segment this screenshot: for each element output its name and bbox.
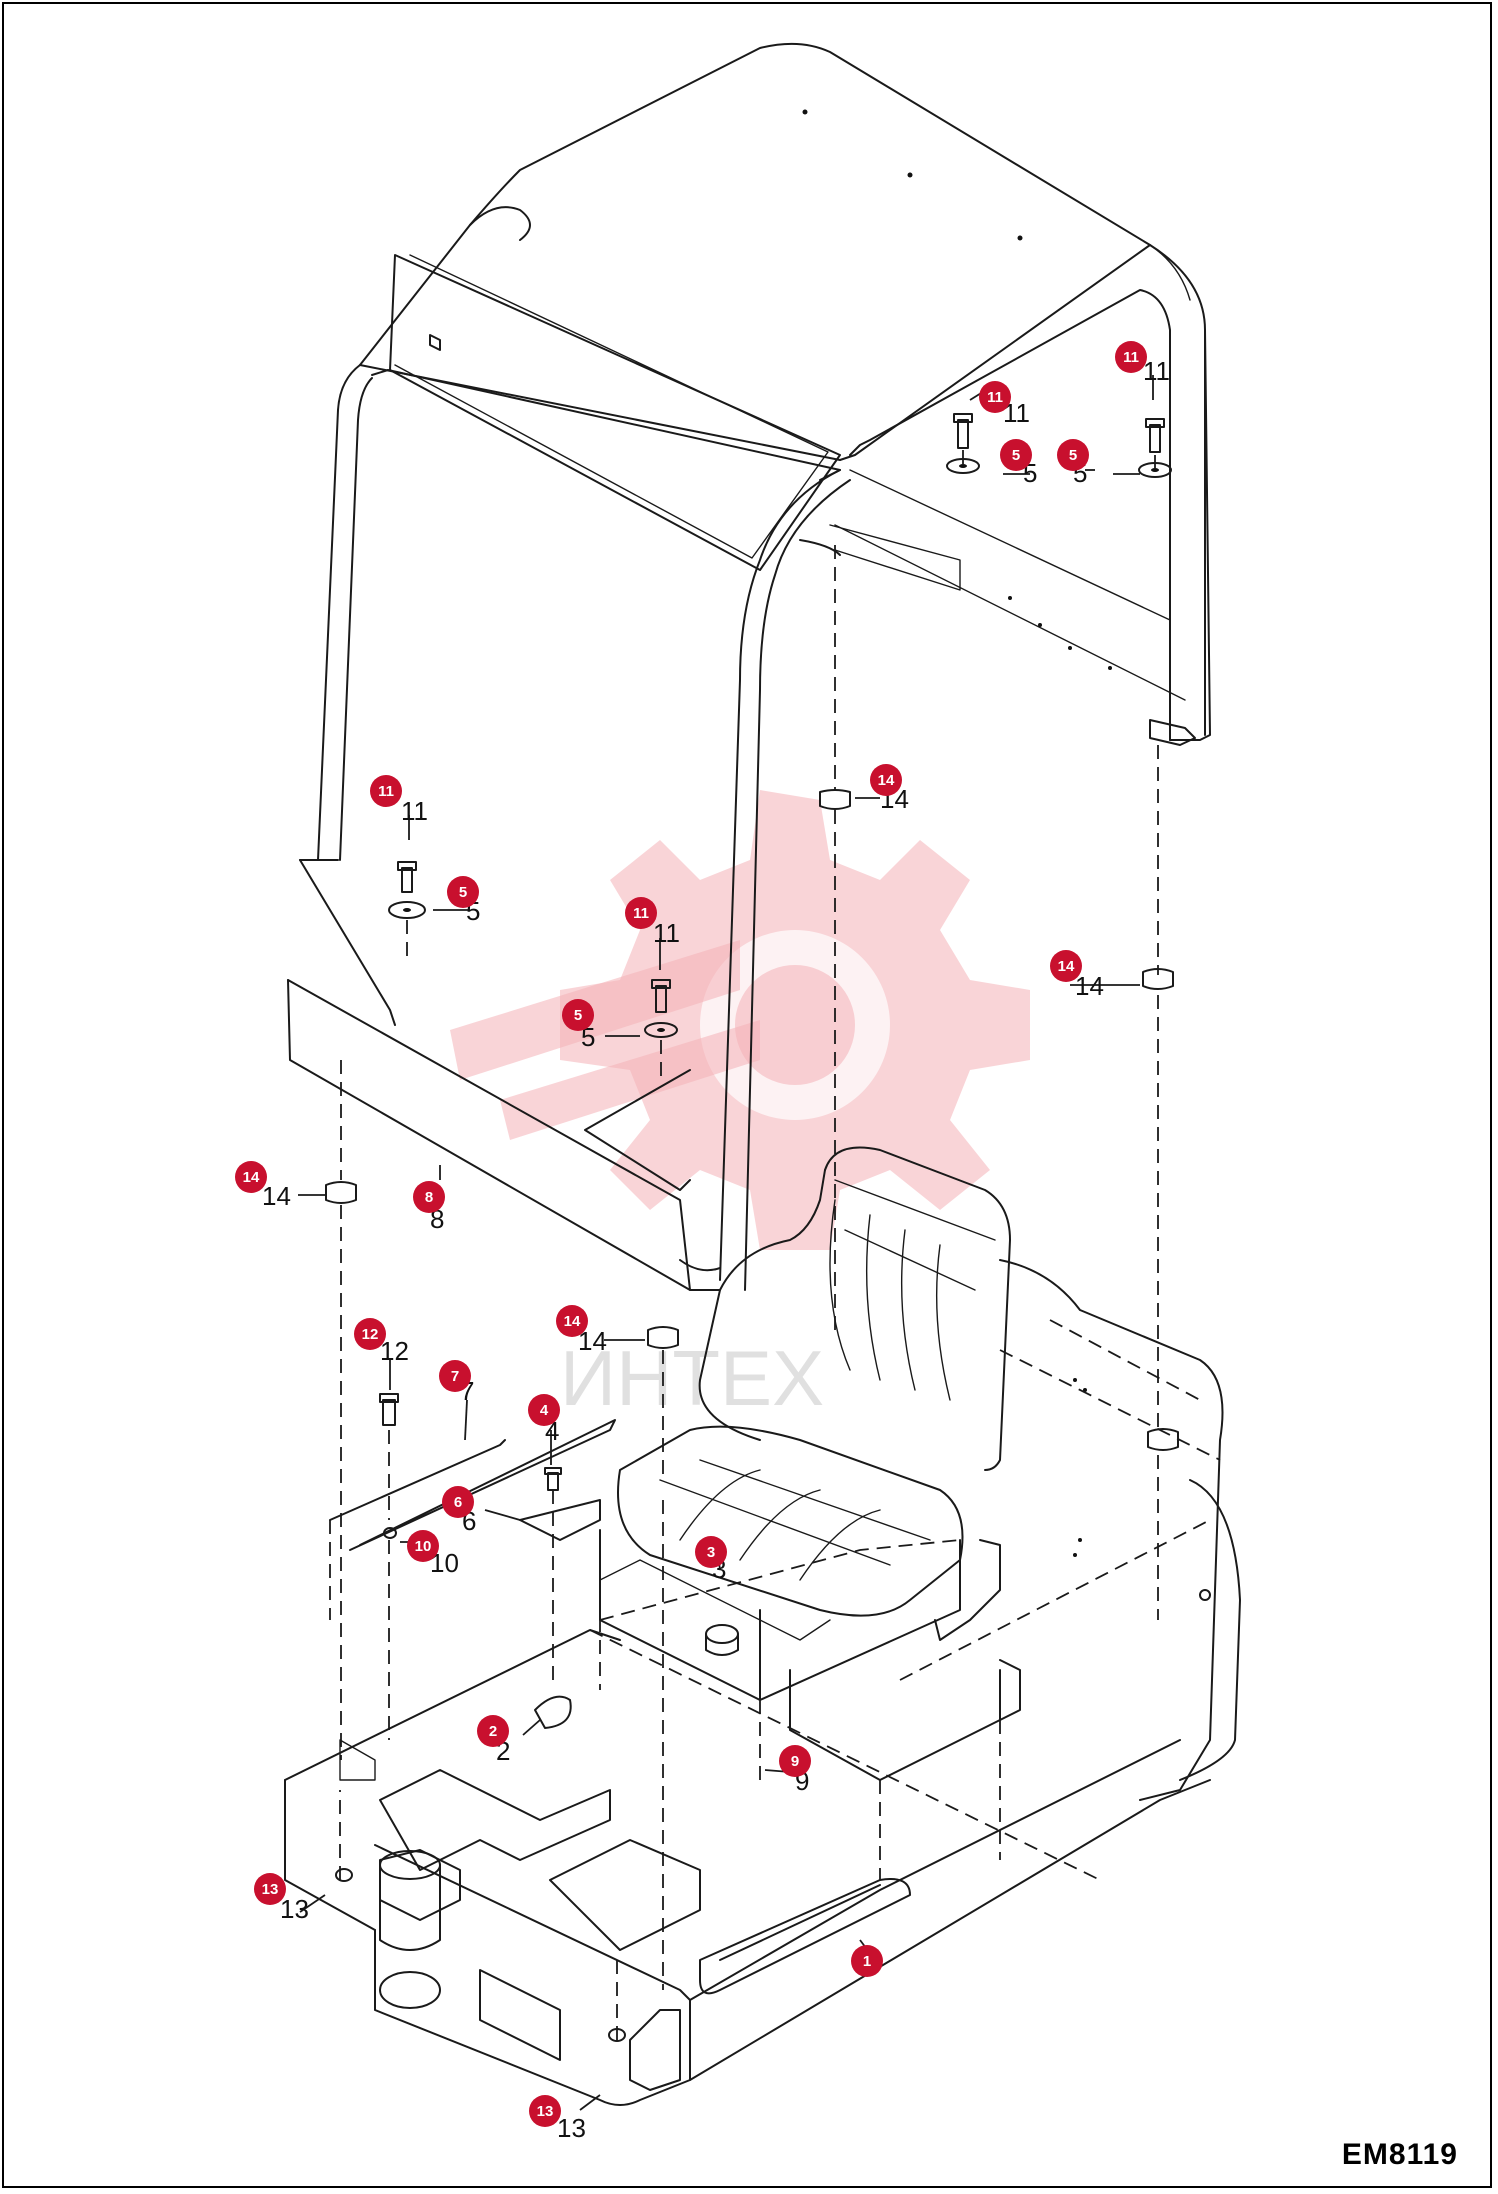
callout-12: 12 xyxy=(354,1318,386,1350)
callout-11: 11 xyxy=(625,897,657,929)
svg-text:14: 14 xyxy=(878,772,895,789)
svg-text:3: 3 xyxy=(707,1544,715,1561)
svg-text:5: 5 xyxy=(459,884,467,901)
callout-3: 3 xyxy=(695,1536,727,1568)
assembly-lines xyxy=(284,450,1221,2040)
drawing-code: EM8119 xyxy=(1341,2138,1458,2171)
callout-8: 8 xyxy=(413,1181,445,1213)
callout-5: 5 xyxy=(562,999,594,1031)
svg-text:8: 8 xyxy=(425,1189,433,1206)
svg-text:11: 11 xyxy=(1123,349,1139,366)
svg-text:2: 2 xyxy=(489,1723,497,1740)
watermark-logo: ИНТЕХ xyxy=(450,790,1030,1422)
callout-10: 10 xyxy=(407,1530,439,1562)
callouts: 11 11 5 5 14 11 5 11 14 5 14 8 14 12 7 4… xyxy=(235,341,1147,2127)
callout-14: 14 xyxy=(235,1161,267,1193)
svg-text:14: 14 xyxy=(243,1169,260,1186)
callout-7: 7 xyxy=(439,1360,471,1392)
callout-4: 4 xyxy=(528,1394,560,1426)
callout-5: 5 xyxy=(1057,439,1089,471)
svg-text:5: 5 xyxy=(1012,447,1020,464)
part-label: 11 xyxy=(401,796,428,826)
callout-1: 1 xyxy=(851,1945,883,1977)
callout-9: 9 xyxy=(779,1745,811,1777)
svg-text:9: 9 xyxy=(791,1753,799,1770)
part-label: 14 xyxy=(262,1181,291,1211)
callout-14: 14 xyxy=(1050,950,1082,982)
watermark-text: ИНТЕХ xyxy=(560,1334,824,1422)
part-label: 14 xyxy=(1075,971,1104,1001)
part-label: 11 xyxy=(1143,356,1170,386)
svg-text:13: 13 xyxy=(262,1881,279,1898)
svg-text:13: 13 xyxy=(537,2103,554,2120)
part-label: 12 xyxy=(380,1336,409,1366)
svg-text:11: 11 xyxy=(378,783,394,800)
svg-text:6: 6 xyxy=(454,1494,462,1511)
svg-text:5: 5 xyxy=(1069,447,1077,464)
svg-text:11: 11 xyxy=(633,905,649,922)
svg-text:1: 1 xyxy=(863,1953,871,1970)
part-label: 11 xyxy=(653,918,680,948)
svg-text:4: 4 xyxy=(540,1402,549,1419)
svg-text:7: 7 xyxy=(451,1368,459,1385)
callout-6: 6 xyxy=(442,1486,474,1518)
part-number-labels: 11 11 5 5 14 11 5 11 14 5 14 8 14 12 7 4… xyxy=(262,356,1170,2143)
part-label: 13 xyxy=(280,1894,309,1924)
callout-14: 14 xyxy=(556,1305,588,1337)
svg-text:12: 12 xyxy=(362,1326,379,1343)
svg-text:14: 14 xyxy=(564,1313,581,1330)
svg-text:14: 14 xyxy=(1058,958,1075,975)
callout-13: 13 xyxy=(529,2095,561,2127)
base-frame xyxy=(284,1259,1241,2106)
leader-lines xyxy=(298,375,1154,2111)
part-label: 13 xyxy=(557,2113,586,2143)
canopy xyxy=(287,42,1211,1291)
svg-text:11: 11 xyxy=(987,389,1003,406)
callout-11: 11 xyxy=(370,775,402,807)
callout-5: 5 xyxy=(447,876,479,908)
callout-11: 11 xyxy=(1115,341,1147,373)
callout-14: 14 xyxy=(870,764,902,796)
svg-text:10: 10 xyxy=(415,1538,432,1555)
hardware xyxy=(325,413,1179,2042)
callout-11: 11 xyxy=(979,381,1011,413)
callout-13: 13 xyxy=(254,1873,286,1905)
callout-5: 5 xyxy=(1000,439,1032,471)
svg-text:5: 5 xyxy=(574,1007,582,1024)
callout-2: 2 xyxy=(477,1715,509,1747)
